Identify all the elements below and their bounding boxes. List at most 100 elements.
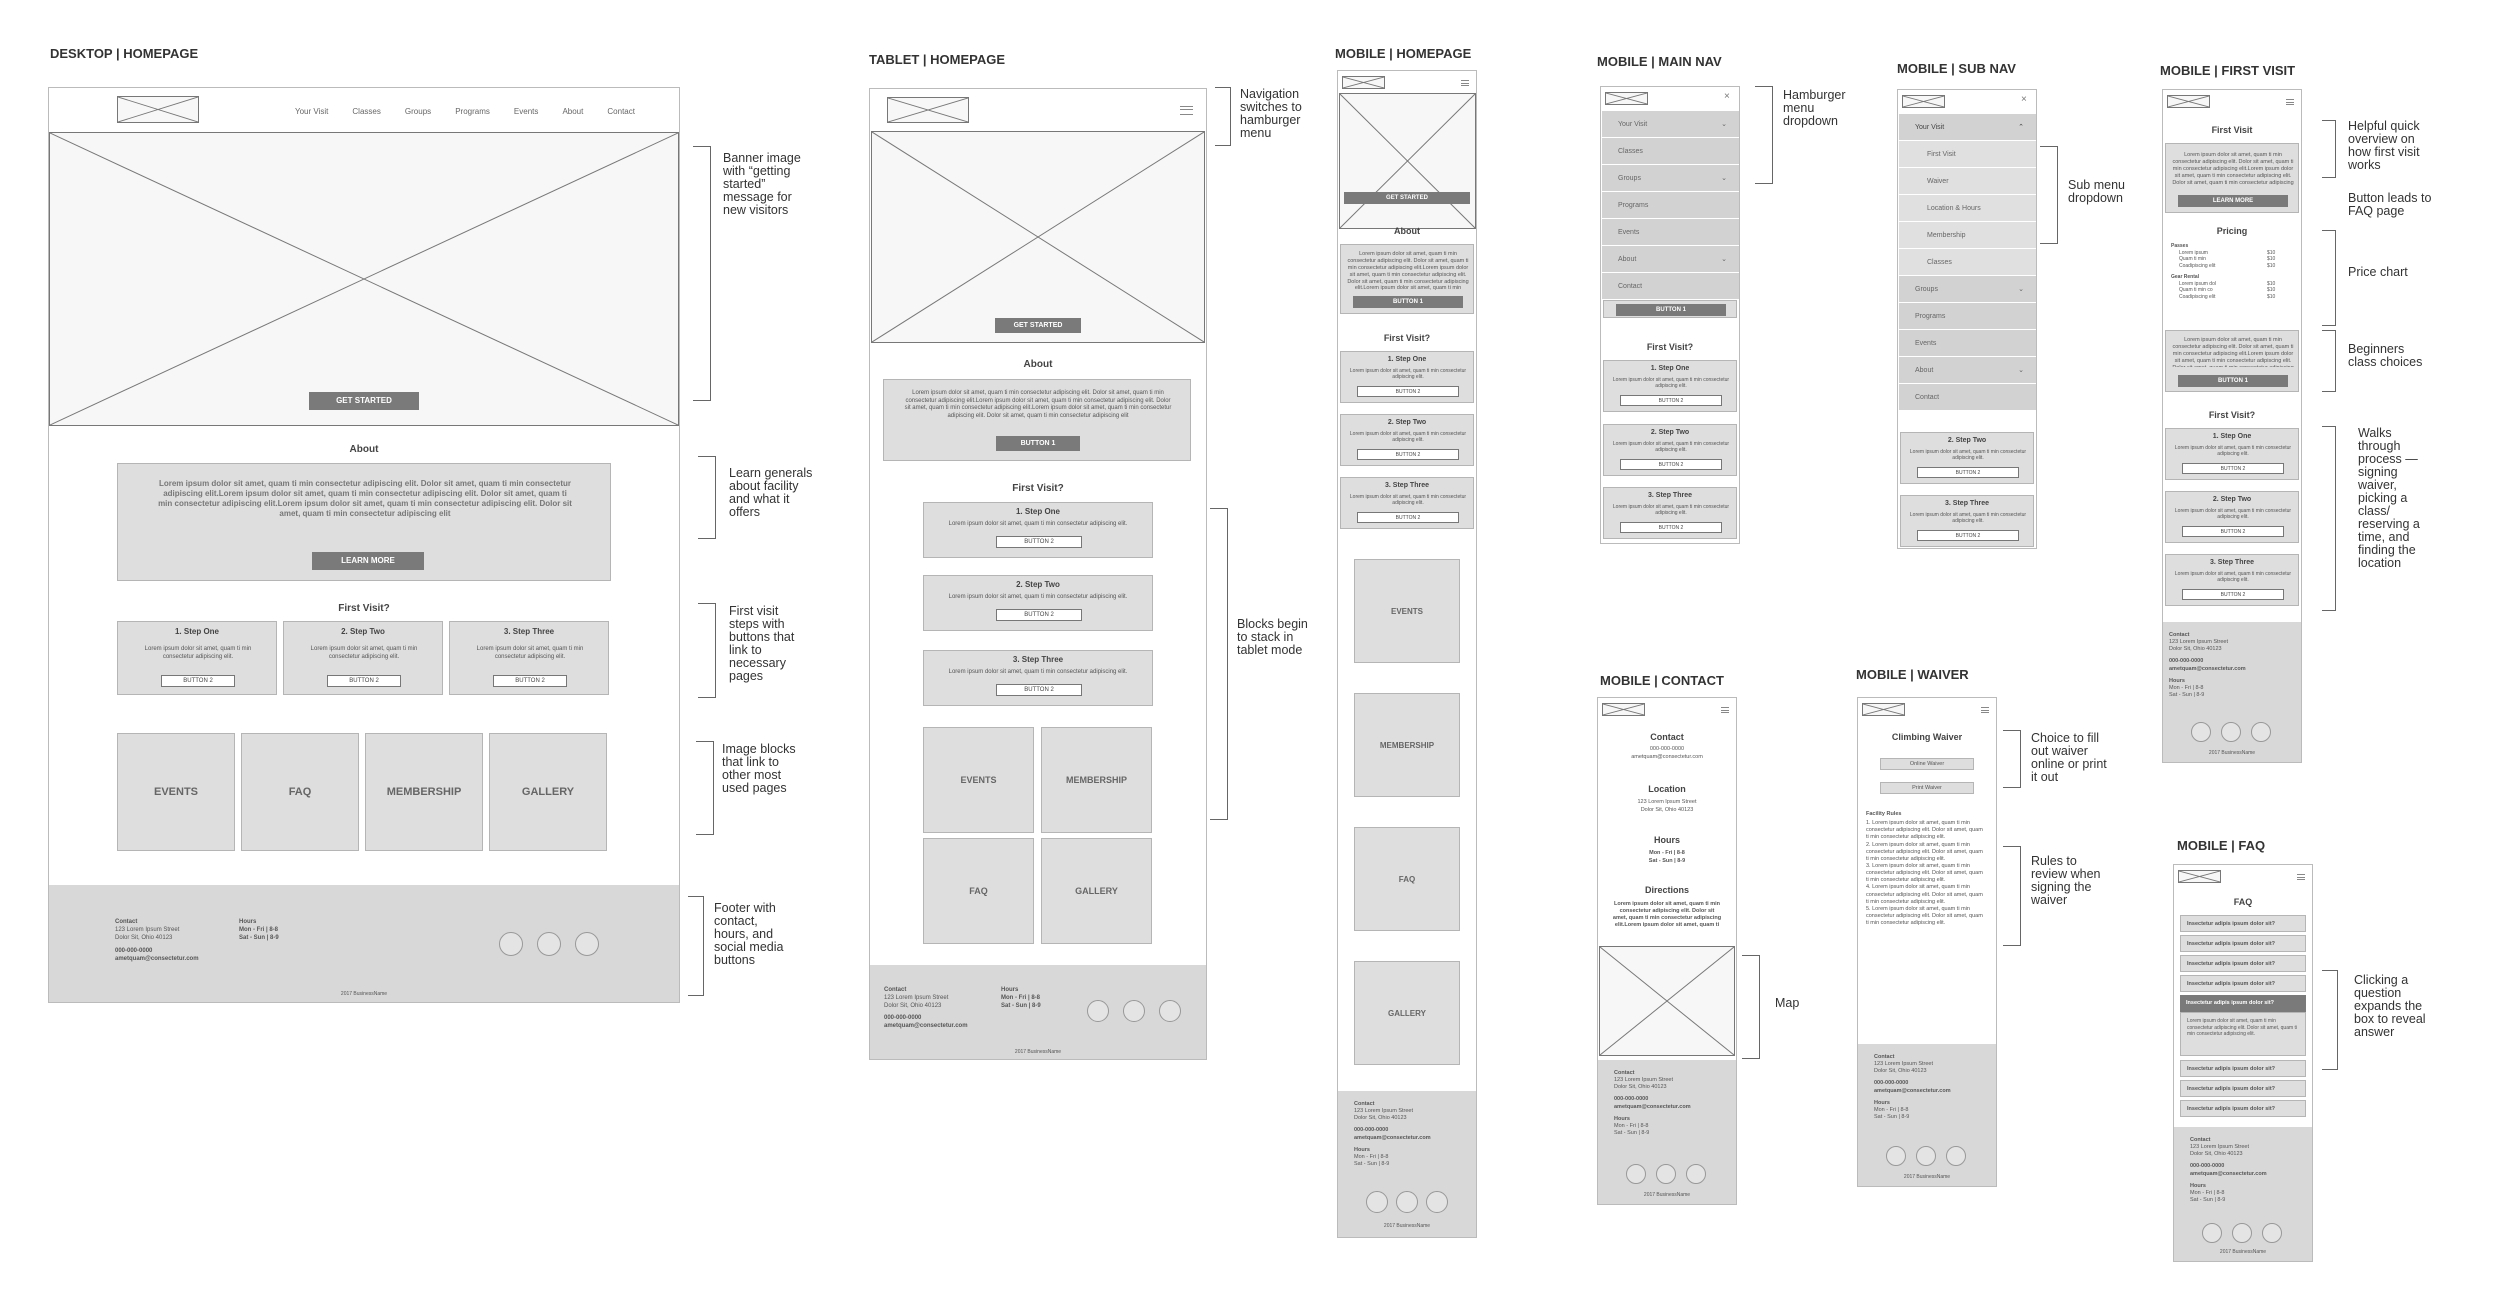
hamburger-icon[interactable] — [1721, 707, 1729, 713]
social-icon[interactable] — [2232, 1223, 2252, 1243]
menu-item[interactable]: Events — [1899, 330, 2036, 357]
membership-block[interactable]: MEMBERSHIP — [1041, 727, 1152, 833]
faq-question[interactable]: Insectetur adipis ipsum dolor sit? — [2180, 1100, 2306, 1117]
button-2[interactable]: BUTTON 2 — [996, 536, 1082, 548]
menu-item[interactable]: Events — [1602, 219, 1739, 246]
footer-email[interactable]: ametquam@consectetur.com — [1874, 1087, 1951, 1094]
close-icon[interactable]: × — [2021, 94, 2027, 105]
submenu-item[interactable]: Waiver — [1899, 168, 2036, 195]
gallery-block[interactable]: GALLERY — [1354, 961, 1460, 1065]
hamburger-icon[interactable] — [1461, 80, 1469, 86]
hamburger-icon[interactable] — [1981, 707, 1989, 713]
nav-item[interactable]: Contact — [607, 107, 635, 116]
social-icon[interactable] — [2202, 1223, 2222, 1243]
button-2[interactable]: BUTTON 2 — [327, 675, 401, 687]
menu-item[interactable]: Groups⌄ — [1899, 276, 2036, 303]
faq-block[interactable]: FAQ — [1354, 827, 1460, 931]
button-2[interactable]: BUTTON 2 — [2182, 589, 2284, 600]
social-icon[interactable] — [537, 932, 561, 956]
footer-email[interactable]: ametquam@consectetur.com — [2169, 665, 2246, 672]
button-2[interactable]: BUTTON 2 — [996, 684, 1082, 696]
button-1[interactable]: BUTTON 1 — [996, 436, 1080, 451]
hamburger-icon[interactable] — [2286, 99, 2294, 105]
social-icon[interactable] — [1159, 1000, 1181, 1022]
footer-email[interactable]: ametquam@consectetur.com — [115, 956, 199, 963]
button-2[interactable]: BUTTON 2 — [1620, 459, 1722, 470]
social-icon[interactable] — [1366, 1191, 1388, 1213]
faq-question[interactable]: Insectetur adipis ipsum dolor sit? — [2180, 915, 2306, 932]
faq-question[interactable]: Insectetur adipis ipsum dolor sit? — [2180, 975, 2306, 992]
social-icon[interactable] — [1946, 1146, 1966, 1166]
submenu-item[interactable]: First Visit — [1899, 141, 2036, 168]
button-2[interactable]: BUTTON 2 — [1620, 522, 1722, 533]
faq-question-expanded[interactable]: Insectetur adipis ipsum dolor sit? — [2180, 995, 2306, 1012]
button-2[interactable]: BUTTON 2 — [2182, 463, 2284, 474]
print-waiver-button[interactable]: Print Waiver — [1880, 782, 1974, 794]
button-2[interactable]: BUTTON 2 — [493, 675, 567, 687]
button-2[interactable]: BUTTON 2 — [1357, 386, 1459, 397]
faq-block[interactable]: FAQ — [241, 733, 359, 851]
menu-item[interactable]: Programs — [1602, 192, 1739, 219]
button-1[interactable]: BUTTON 1 — [1353, 296, 1463, 308]
social-icon[interactable] — [1886, 1146, 1906, 1166]
membership-block[interactable]: MEMBERSHIP — [365, 733, 483, 851]
faq-question[interactable]: Insectetur adipis ipsum dolor sit? — [2180, 935, 2306, 952]
button-2[interactable]: BUTTON 2 — [996, 609, 1082, 621]
menu-item[interactable]: Classes — [1602, 138, 1739, 165]
hamburger-icon[interactable] — [2297, 874, 2305, 880]
social-icon[interactable] — [499, 932, 523, 956]
faq-block[interactable]: FAQ — [923, 838, 1034, 944]
nav-item[interactable]: Classes — [352, 107, 381, 116]
social-icon[interactable] — [1123, 1000, 1145, 1022]
social-icon[interactable] — [575, 932, 599, 956]
button-2[interactable]: BUTTON 2 — [1917, 530, 2019, 541]
get-started-button[interactable]: GET STARTED — [1344, 192, 1470, 204]
menu-item[interactable]: About⌄ — [1602, 246, 1739, 273]
learn-more-button[interactable]: LEARN MORE — [312, 552, 424, 570]
nav-item[interactable]: Your Visit — [295, 107, 329, 116]
footer-email[interactable]: ametquam@consectetur.com — [2190, 1170, 2267, 1177]
hamburger-icon[interactable] — [1180, 106, 1193, 115]
button-1[interactable]: BUTTON 1 — [1616, 304, 1726, 316]
events-block[interactable]: EVENTS — [923, 727, 1034, 833]
menu-item[interactable]: Programs — [1899, 303, 2036, 330]
footer-email[interactable]: ametquam@consectetur.com — [1614, 1103, 1691, 1110]
button-2[interactable]: BUTTON 2 — [2182, 526, 2284, 537]
button-2[interactable]: BUTTON 2 — [1620, 395, 1722, 406]
social-icon[interactable] — [1396, 1191, 1418, 1213]
submenu-item[interactable]: Classes — [1899, 249, 2036, 276]
social-icon[interactable] — [1916, 1146, 1936, 1166]
submenu-item[interactable]: Membership — [1899, 222, 2036, 249]
close-icon[interactable]: × — [1724, 91, 1730, 102]
learn-more-button[interactable]: LEARN MORE — [2178, 195, 2288, 207]
social-icon[interactable] — [1626, 1164, 1646, 1184]
faq-question[interactable]: Insectetur adipis ipsum dolor sit? — [2180, 1060, 2306, 1077]
faq-question[interactable]: Insectetur adipis ipsum dolor sit? — [2180, 955, 2306, 972]
online-waiver-button[interactable]: Online Waiver — [1880, 758, 1974, 770]
nav-item[interactable]: About — [562, 107, 584, 116]
social-icon[interactable] — [1087, 1000, 1109, 1022]
menu-item[interactable]: Contact — [1602, 273, 1739, 300]
button-2[interactable]: BUTTON 2 — [161, 675, 235, 687]
button-2[interactable]: BUTTON 2 — [1357, 512, 1459, 523]
social-icon[interactable] — [1656, 1164, 1676, 1184]
social-icon[interactable] — [2262, 1223, 2282, 1243]
submenu-item[interactable]: Location & Hours — [1899, 195, 2036, 222]
menu-item[interactable]: About⌄ — [1899, 357, 2036, 384]
get-started-button[interactable]: GET STARTED — [309, 392, 419, 410]
get-started-button[interactable]: GET STARTED — [995, 318, 1081, 333]
button-2[interactable]: BUTTON 2 — [1917, 467, 2019, 478]
events-block[interactable]: EVENTS — [1354, 559, 1460, 663]
nav-item[interactable]: Programs — [455, 107, 490, 116]
social-icon[interactable] — [2221, 722, 2241, 742]
social-icon[interactable] — [2191, 722, 2211, 742]
events-block[interactable]: EVENTS — [117, 733, 235, 851]
social-icon[interactable] — [1426, 1191, 1448, 1213]
footer-email[interactable]: ametquam@consectetur.com — [884, 1023, 968, 1030]
button-1[interactable]: BUTTON 1 — [2178, 375, 2288, 387]
menu-item[interactable]: Contact — [1899, 384, 2036, 411]
social-icon[interactable] — [2251, 722, 2271, 742]
gallery-block[interactable]: GALLERY — [489, 733, 607, 851]
social-icon[interactable] — [1686, 1164, 1706, 1184]
nav-item[interactable]: Groups — [404, 107, 432, 116]
